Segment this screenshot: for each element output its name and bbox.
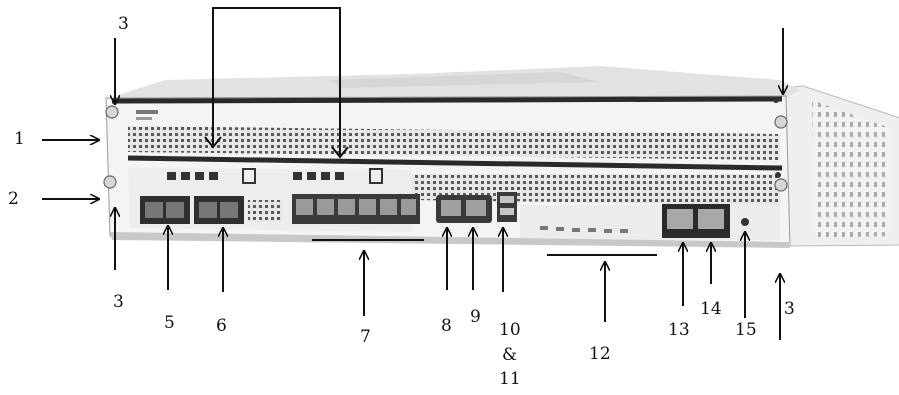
label-12: 12 [589, 344, 611, 364]
label-1: 1 [14, 129, 25, 149]
label-3-bottom-left: 3 [113, 292, 124, 312]
label-6: 6 [216, 316, 227, 336]
label-10-ampersand: & [502, 345, 518, 365]
callout-arrows [42, 28, 783, 340]
label-9: 9 [470, 307, 481, 327]
screws [103, 97, 788, 192]
label-3-top-left: 3 [118, 14, 129, 34]
label-15: 15 [735, 320, 757, 340]
led-indicators [167, 168, 383, 184]
label-13: 13 [668, 320, 690, 340]
label-3-bottom-right: 3 [784, 299, 795, 319]
chassis-top [110, 66, 800, 104]
label-10: 10 [499, 320, 521, 340]
bracket-connector [204, 7, 349, 159]
sfp-ports [140, 196, 282, 224]
label-2: 2 [8, 189, 19, 209]
status-leds [540, 226, 628, 233]
label-8: 8 [441, 316, 452, 336]
mgmt-console-ports [436, 195, 492, 223]
label-7: 7 [360, 327, 371, 347]
label-5: 5 [164, 313, 175, 333]
chassis-side [784, 85, 899, 247]
right-port-pair [662, 204, 749, 238]
label-14: 14 [700, 299, 722, 319]
label-11: 11 [499, 369, 521, 389]
rj45-port-block [292, 194, 420, 224]
usb-ports [497, 192, 517, 222]
